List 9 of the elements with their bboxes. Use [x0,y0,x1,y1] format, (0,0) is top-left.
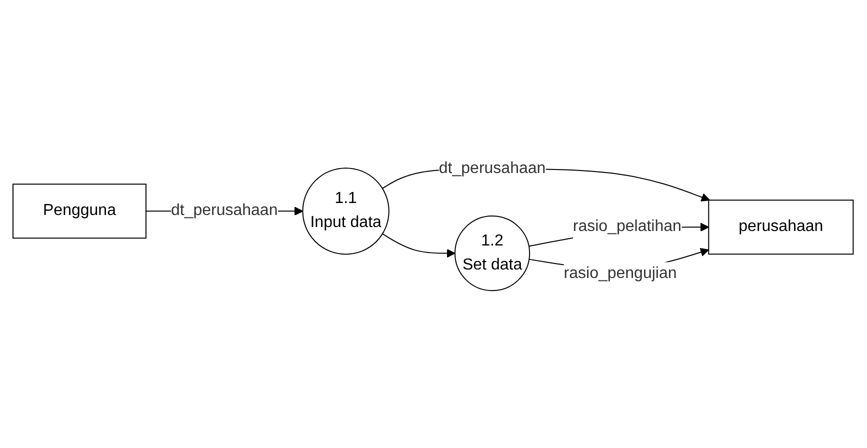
edge-label: dt_perusahaan [439,160,546,178]
node-circle: 1.2 Set data [454,216,530,292]
node-circle: 1.1 Input data [302,168,390,255]
node-box: Pengguna [12,184,147,239]
arrow [382,234,456,258]
edge-label: rasio_pengujian [564,265,678,282]
edge-label: dt_perusahaan [171,202,278,220]
edge-label: rasio_pelatihan [573,218,682,236]
node-box: perusahaan [708,200,854,255]
